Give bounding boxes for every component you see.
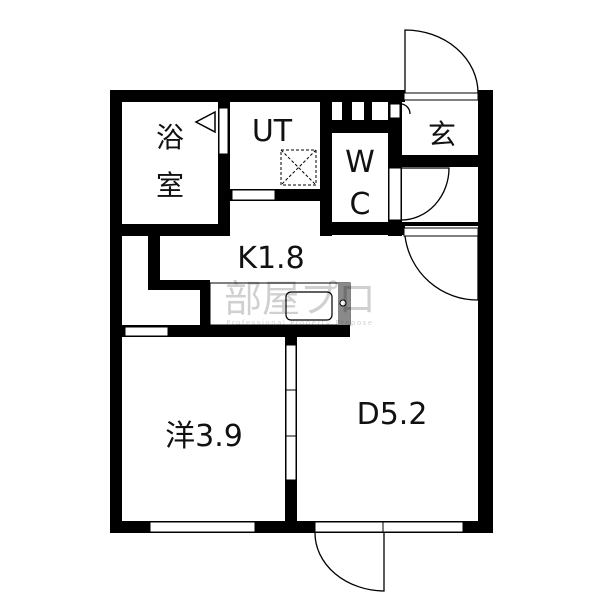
label-kitchen: K1.8 [237, 241, 304, 276]
kitchen-counter [209, 282, 351, 326]
label-utility: UT [252, 114, 293, 149]
label-dining: D5.2 [357, 397, 428, 432]
label-entrance: 玄 [428, 118, 456, 151]
windows [124, 92, 479, 533]
sink-icon [285, 291, 333, 321]
faucet-icon [339, 299, 347, 307]
watermark-tagline: Professional Property Propose [226, 319, 373, 327]
door-swings [194, 29, 479, 592]
label-bath-2: 室 [156, 169, 184, 202]
washer-pan-icon [280, 149, 317, 186]
label-wc-1: W [345, 145, 375, 180]
label-western-room: 洋3.9 [165, 419, 243, 454]
label-wc-2: C [350, 187, 371, 222]
watermark-logo: 部屋プロ [224, 277, 376, 321]
label-bath-1: 浴 [156, 121, 184, 154]
